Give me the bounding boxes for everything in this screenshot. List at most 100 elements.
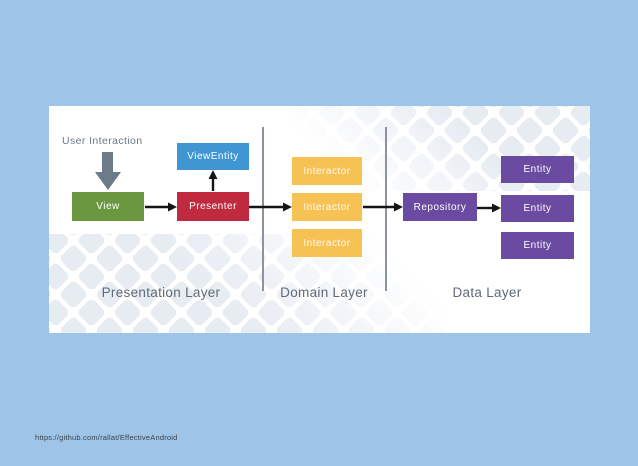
flow-arrow-head <box>208 170 218 179</box>
diamond-shape <box>130 315 160 333</box>
diamond-shape <box>418 279 448 309</box>
diamond-shape <box>442 106 472 109</box>
diamond-shape <box>364 297 394 327</box>
diamond-shape <box>94 234 124 237</box>
diamond-shape <box>418 315 448 333</box>
diamond-shape <box>388 169 418 191</box>
diamond-shape <box>289 106 292 109</box>
node-repository: Repository <box>403 193 477 221</box>
diamond-shape <box>478 106 508 109</box>
diamond-shape <box>289 115 292 145</box>
diamond-shape <box>550 106 580 109</box>
diamond-shape <box>184 297 214 327</box>
diamond-shape <box>370 106 400 109</box>
diamond-shape <box>460 106 490 127</box>
node-label: ViewEntity <box>187 151 239 162</box>
node-label: Repository <box>413 201 467 213</box>
diamond-shape <box>400 261 430 291</box>
flow-arrow-head <box>492 203 501 213</box>
node-label: Presenter <box>189 201 237 212</box>
diamond-shape <box>49 234 52 237</box>
diamond-shape <box>424 169 454 191</box>
diamond-shape <box>418 243 448 273</box>
diamond-shape <box>298 187 328 191</box>
diamond-shape <box>568 106 590 127</box>
diamond-shape <box>49 297 70 327</box>
diamond-shape <box>460 169 490 191</box>
diamond-shape <box>406 187 436 191</box>
diamond-shape <box>49 261 70 291</box>
diamond-shape <box>496 106 526 127</box>
diamond-shape <box>316 106 346 127</box>
diamond-shape <box>166 315 196 333</box>
diamond-shape <box>256 234 286 255</box>
diamond-shape <box>256 297 286 327</box>
diagram-panel: User Interaction View Presenter ViewEnti… <box>49 106 590 333</box>
diamond-shape <box>328 297 358 327</box>
diamond-shape <box>424 133 454 163</box>
diamond-shape <box>310 315 340 333</box>
diamond-shape <box>112 297 142 327</box>
diamond-shape <box>184 234 214 255</box>
diamond-shape <box>436 261 449 291</box>
diamond-shape <box>406 151 436 181</box>
diamond-shape <box>406 115 436 145</box>
diamond-shape <box>478 187 508 191</box>
layer-divider-1 <box>262 127 264 291</box>
diamond-shape <box>364 261 394 291</box>
pattern-fade <box>49 234 449 333</box>
node-entity-1: Entity <box>501 156 574 183</box>
diamond-shape <box>334 187 364 191</box>
diamond-shape <box>148 297 178 327</box>
diamond-shape <box>388 106 418 127</box>
diamond-shape <box>49 243 52 273</box>
diamond-shape <box>289 106 310 127</box>
diamond-shape <box>442 187 472 191</box>
arrow-shaft <box>102 152 113 172</box>
diamond-shape <box>148 234 178 255</box>
diamond-shape <box>202 315 232 333</box>
diamond-shape <box>220 297 250 327</box>
diamond-shape <box>238 315 268 333</box>
diamond-shape <box>94 315 124 333</box>
diamond-shape <box>58 315 88 333</box>
diamond-shape <box>442 151 472 181</box>
node-presenter: Presenter <box>177 192 249 221</box>
diamond-pattern-bottom-left <box>49 234 449 333</box>
node-viewentity: ViewEntity <box>177 143 249 170</box>
diamond-shape <box>130 243 160 273</box>
diamond-shape <box>550 187 580 191</box>
diamond-shape <box>532 106 562 127</box>
node-interactor-1: Interactor <box>292 157 362 185</box>
diamond-shape <box>388 133 418 163</box>
diamond-shape <box>58 279 88 309</box>
diamond-shape <box>334 115 364 145</box>
diamond-shape <box>586 115 590 145</box>
node-label: Interactor <box>303 201 351 213</box>
layer-label-data: Data Layer <box>452 285 522 300</box>
node-entity-3: Entity <box>501 232 574 259</box>
node-interactor-3: Interactor <box>292 229 362 257</box>
diamond-shape <box>289 187 292 191</box>
diamond-shape <box>346 315 376 333</box>
diamond-shape <box>424 106 454 127</box>
diamond-shape <box>130 234 160 237</box>
diamond-shape <box>586 151 590 181</box>
node-entity-2: Entity <box>501 195 574 222</box>
diamond-shape <box>436 234 449 255</box>
diamond-shape <box>364 234 394 255</box>
diamond-shape <box>400 297 430 327</box>
node-view: View <box>72 192 144 221</box>
diamond-shape <box>382 315 412 333</box>
user-interaction-label: User Interaction <box>62 135 143 147</box>
diamond-shape <box>586 106 590 109</box>
diamond-shape <box>400 234 430 255</box>
diamond-shape <box>76 297 106 327</box>
diamond-shape <box>442 115 472 145</box>
diamond-shape <box>334 106 364 109</box>
diamond-shape <box>514 106 544 109</box>
footer-url: https://github.com/rallat/EffectiveAndro… <box>35 433 178 442</box>
diamond-shape <box>298 115 328 145</box>
flow-arrow-head <box>394 202 403 212</box>
node-label: Entity <box>523 203 552 214</box>
